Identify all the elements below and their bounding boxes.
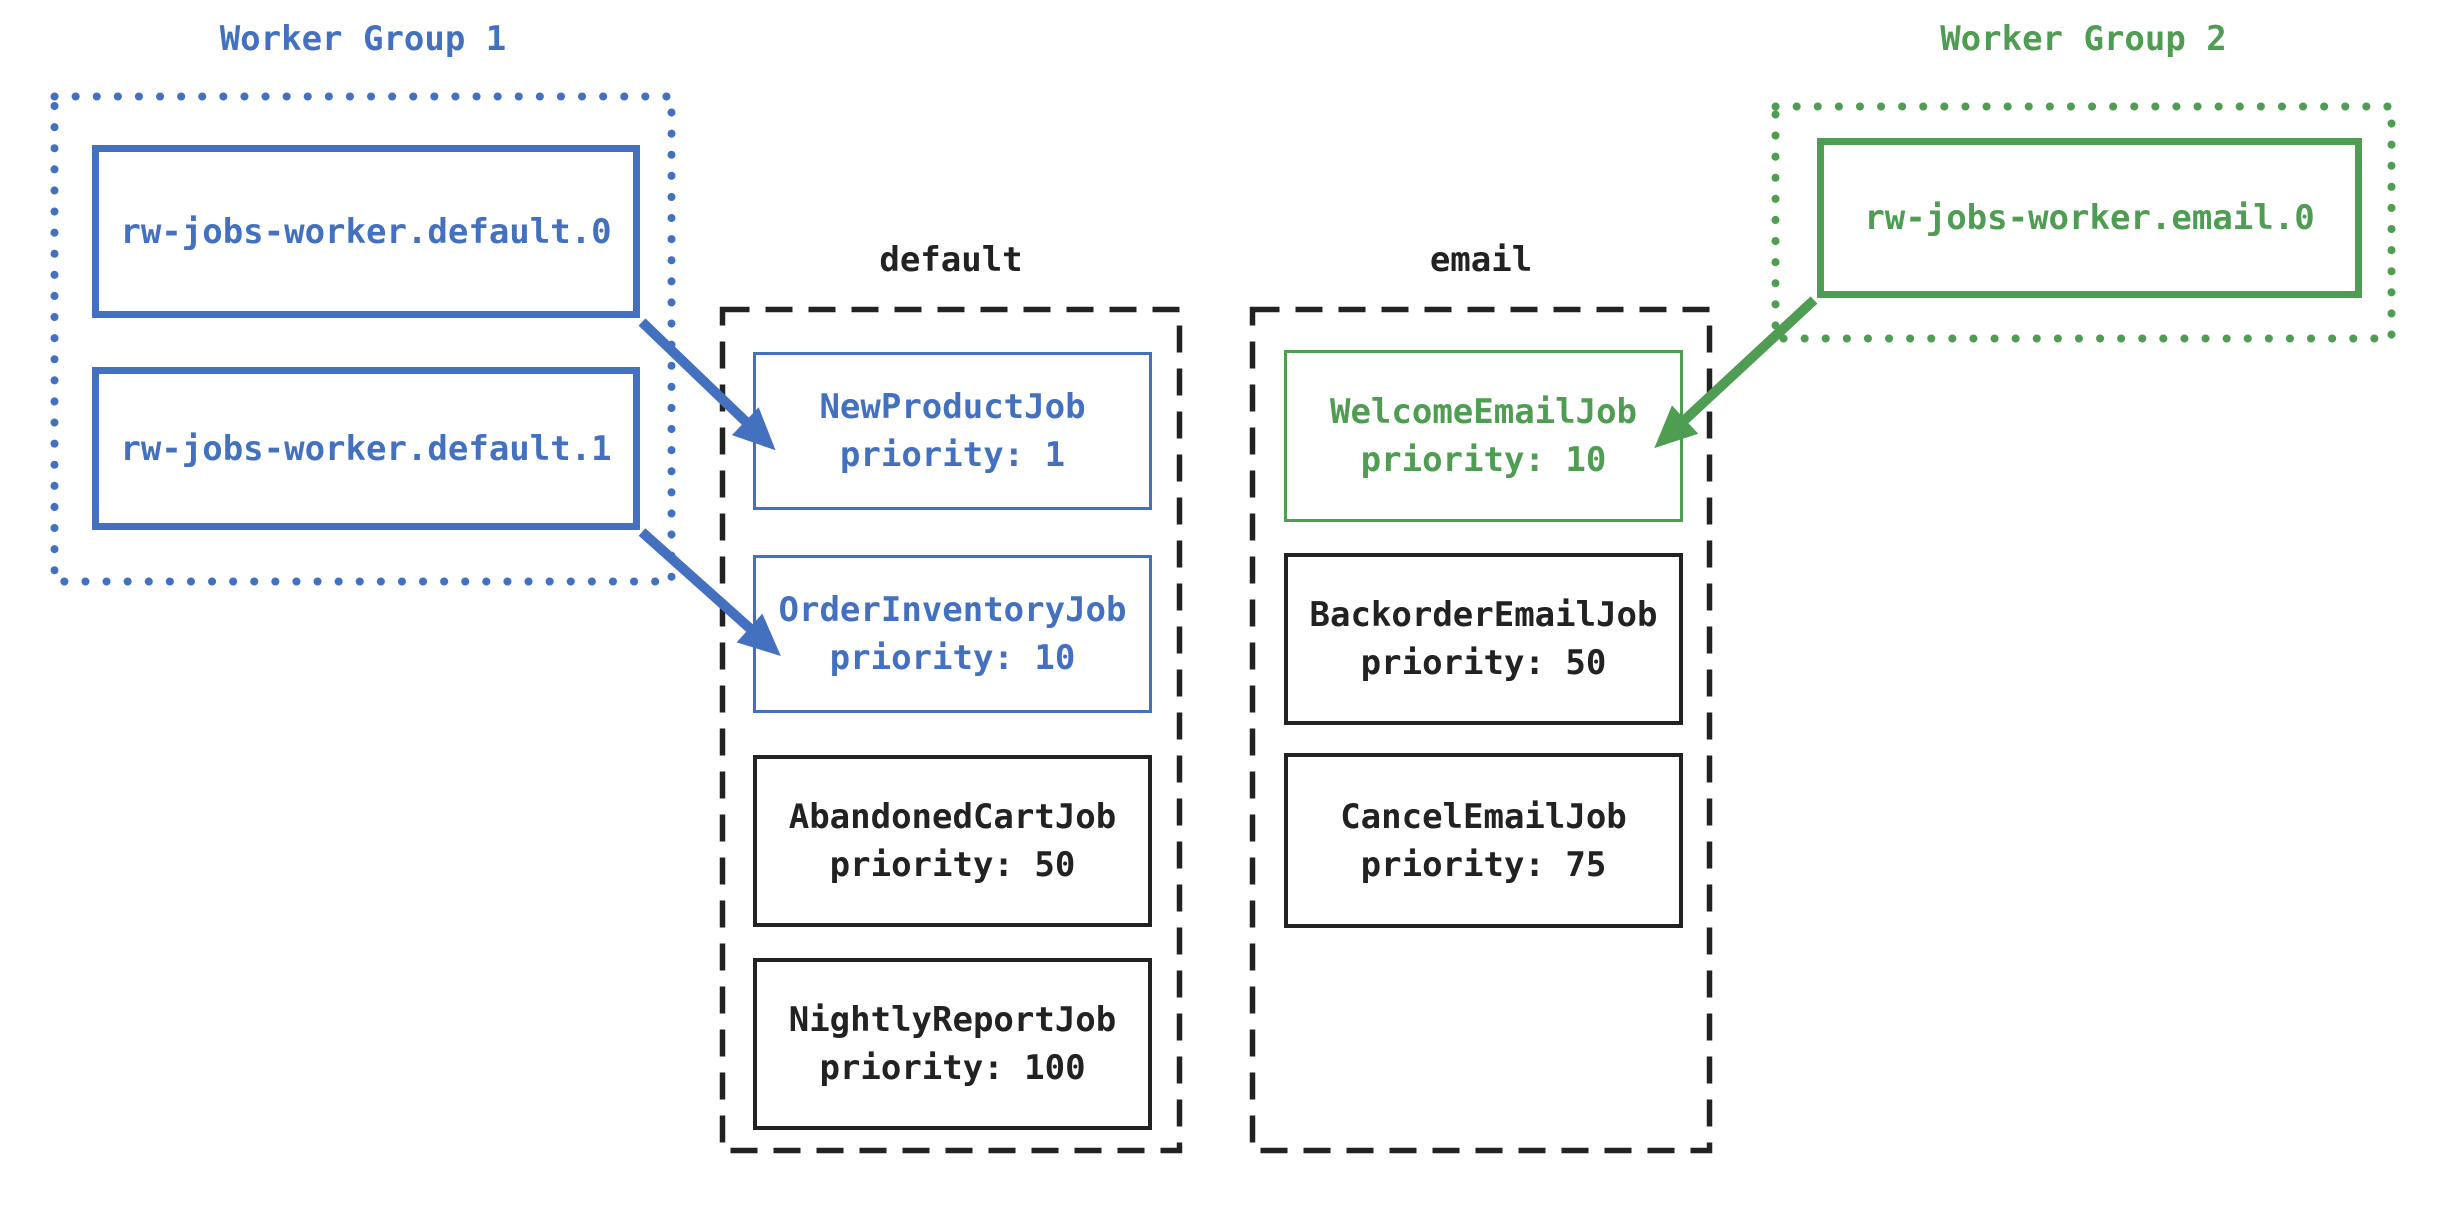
queue-default-title: default: [879, 240, 1023, 280]
job-box-abandonedcartjob: AbandonedCartJob priority: 50: [753, 755, 1152, 927]
job-box-newproductjob: NewProductJob priority: 1: [753, 352, 1152, 510]
worker-box-email-0: rw-jobs-worker.email.0: [1817, 138, 2362, 298]
job-priority: priority: 10: [829, 638, 1076, 678]
job-priority: priority: 50: [829, 845, 1076, 885]
job-box-orderinventoryjob: OrderInventoryJob priority: 10: [753, 555, 1152, 713]
job-box-welcomeemailjob: WelcomeEmailJob priority: 10: [1284, 350, 1683, 522]
job-name: BackorderEmailJob: [1309, 595, 1658, 635]
arrow-worker-email-0-to-welcomeemailjob: [1654, 296, 1818, 449]
job-priority: priority: 75: [1360, 844, 1607, 885]
job-box-nightlyreportjob: NightlyReportJob priority: 100: [753, 958, 1152, 1130]
worker-box-default-1: rw-jobs-worker.default.1: [92, 367, 640, 530]
worker-label: rw-jobs-worker.default.0: [120, 211, 612, 252]
worker-label: rw-jobs-worker.email.0: [1864, 198, 2315, 238]
job-name: NewProductJob: [819, 387, 1086, 427]
job-priority: priority: 10: [1360, 440, 1607, 480]
worker-label: rw-jobs-worker.default.1: [120, 428, 612, 469]
worker-box-default-0: rw-jobs-worker.default.0: [92, 145, 640, 318]
job-priority: priority: 1: [839, 435, 1066, 475]
job-priority: priority: 100: [819, 1048, 1086, 1088]
queue-email-title: email: [1429, 240, 1533, 280]
job-name: CancelEmailJob: [1340, 796, 1627, 837]
job-name: AbandonedCartJob: [788, 797, 1117, 837]
worker-group-2-title: Worker Group 2: [1940, 19, 2227, 59]
worker-group-1-title: Worker Group 1: [219, 19, 507, 59]
job-box-cancelemailjob: CancelEmailJob priority: 75: [1284, 753, 1683, 928]
job-name: OrderInventoryJob: [778, 590, 1127, 630]
job-priority: priority: 50: [1360, 643, 1607, 683]
job-name: WelcomeEmailJob: [1329, 392, 1638, 432]
job-box-backorderemailjob: BackorderEmailJob priority: 50: [1284, 553, 1683, 725]
job-name: NightlyReportJob: [788, 1000, 1117, 1040]
arrow-worker-default-0-to-newproductjob: [638, 318, 776, 451]
